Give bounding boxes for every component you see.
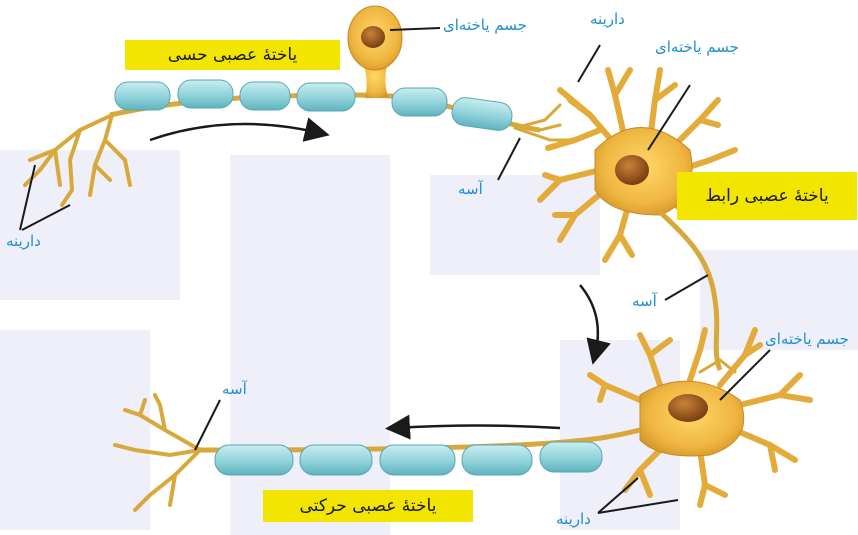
myelin-sheath bbox=[392, 88, 447, 116]
motor-neuron bbox=[115, 330, 810, 510]
label-sensory-dendrite: دارینه bbox=[6, 232, 41, 250]
myelin-sheath bbox=[115, 82, 170, 110]
sensory-neuron-title: یاختهٔ عصبی حسی bbox=[125, 40, 340, 70]
sensory-nucleus bbox=[361, 26, 385, 48]
myelin-sheath bbox=[240, 82, 290, 110]
myelin-sheath bbox=[300, 445, 372, 475]
interneuron-axon bbox=[660, 212, 720, 370]
sensory-dendrites bbox=[25, 115, 130, 205]
interneuron-title: یاختهٔ عصبی رابط bbox=[677, 172, 857, 220]
myelin-sheath bbox=[462, 445, 532, 475]
label-sensory-axon: آسه bbox=[458, 180, 483, 198]
label-motor-cell-body: جسم یاخته‌ای bbox=[765, 330, 849, 348]
signal-arrow bbox=[395, 426, 560, 429]
myelin-sheath bbox=[178, 80, 233, 108]
myelin-sheath bbox=[450, 96, 513, 132]
motor-neuron-title: یاختهٔ عصبی حرکتی bbox=[263, 490, 473, 522]
label-inter-dendrite: دارینه bbox=[590, 10, 625, 28]
label-inter-cell-body: جسم یاخته‌ای bbox=[655, 38, 739, 56]
myelin-sheath bbox=[380, 445, 455, 475]
interneuron-nucleus bbox=[615, 155, 649, 185]
label-inter-axon: آسه bbox=[632, 292, 657, 310]
label-motor-dendrite: دارینه bbox=[556, 510, 591, 528]
myelin-sheath bbox=[297, 83, 355, 111]
signal-arrow bbox=[580, 285, 598, 355]
myelin-sheath bbox=[215, 445, 293, 475]
motor-axon-terminals bbox=[115, 395, 200, 510]
label-sensory-cell-body: جسم یاخته‌ای bbox=[443, 16, 527, 34]
motor-nucleus bbox=[668, 394, 708, 422]
interneuron bbox=[540, 70, 735, 372]
label-motor-axon: آسه bbox=[222, 380, 247, 398]
signal-arrow bbox=[150, 124, 320, 140]
myelin-sheath bbox=[540, 442, 602, 472]
sensory-neuron bbox=[25, 6, 570, 205]
